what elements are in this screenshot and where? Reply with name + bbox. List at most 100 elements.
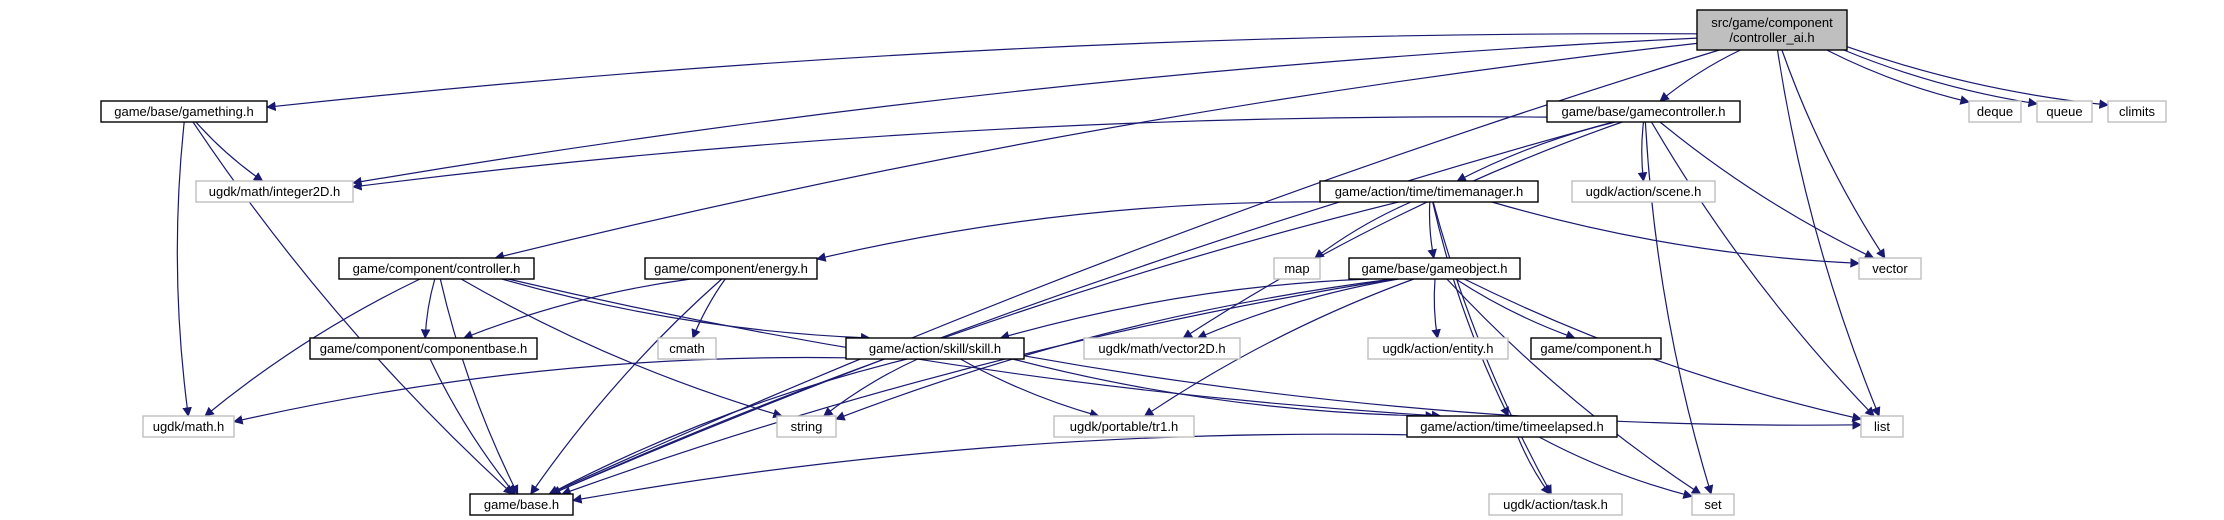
edge-gameobject-to-entity [1431,278,1441,339]
edge-skill-to-ugdkmath [233,356,847,425]
node-timemanager-label: game/action/time/timemanager.h [1335,184,1524,199]
node-skill[interactable]: game/action/skill/skill.h [845,337,1025,360]
node-tr1-box [1053,415,1195,438]
node-set-label: set [1704,497,1722,512]
node-scene-label: ugdk/action/scene.h [1586,184,1702,199]
edges-layer [176,33,2109,504]
node-vector2d: ugdk/math/vector2D.h [1083,337,1241,360]
node-gamecontroller-label: game/base/gamecontroller.h [1561,104,1725,119]
node-vector-label: vector [1872,261,1908,276]
node-gamething-box [100,100,268,123]
node-integer2d-label: ugdk/math/integer2D.h [209,184,341,199]
edge-gameobject-to-tr1 [1143,278,1415,417]
edge-controller-to-componentbase [420,278,436,339]
node-climits-label: climits [2119,104,2156,119]
edge-gamecontroller-to-vector2d [1182,121,1623,339]
edge-energy-to-cmath [691,278,726,339]
node-energy-label: game/component/energy.h [654,261,808,276]
node-tr1: ugdk/portable/tr1.h [1053,415,1195,438]
node-string-label: string [791,419,823,434]
node-scene: ugdk/action/scene.h [1571,180,1716,203]
node-queue-label: queue [2046,104,2082,119]
node-timeelapsed-label: game/action/time/timeelapsed.h [1420,419,1604,434]
node-deque-box [1968,100,2022,123]
edge-root-to-queue [1843,49,2038,108]
node-integer2d: ugdk/math/integer2D.h [195,180,354,203]
node-vector2d-label: ugdk/math/vector2D.h [1098,341,1225,356]
node-integer2d-box [195,180,354,203]
node-cmath-label: cmath [669,341,704,356]
node-list-label: list [1874,419,1890,434]
node-root-label: src/game/component [1711,15,1833,30]
node-timemanager-box [1319,180,1539,203]
edge-skill-to-list [1023,355,1862,430]
node-ugdkmath-label: ugdk/math.h [153,419,225,434]
node-skill-label: game/action/skill/skill.h [869,341,1001,356]
node-timemanager[interactable]: game/action/time/timemanager.h [1319,180,1539,203]
edge-timemanager-to-timeelapsed [1432,201,1509,417]
edge-gamecontroller-to-timemanager [1456,121,1616,182]
node-list: list [1860,415,1904,438]
node-entity-box [1367,337,1509,360]
node-base[interactable]: game/base.h [469,493,574,516]
node-componentbase[interactable]: game/component/componentbase.h [309,337,538,360]
edge-gameobject-to-component [1455,278,1576,340]
node-skill-box [845,337,1025,360]
node-energy-box [644,257,818,280]
node-climits-box [2107,100,2167,123]
edge-gameobject-to-vector2d [1196,278,1399,340]
edge-root-to-gamething [266,33,1698,112]
node-task-label: ugdk/action/task.h [1503,497,1608,512]
node-componentbase-box [309,337,538,360]
edge-timemanager-to-vector [1491,201,1860,268]
edge-timemanager-to-energy [816,201,1334,262]
node-root-label: /controller_ai.h [1729,30,1814,45]
node-cmath: cmath [657,337,717,360]
node-queue: queue [2036,100,2093,123]
node-component-label: game/component.h [1540,341,1651,356]
node-scene-box [1571,180,1716,203]
edge-root-to-controller [494,42,1698,261]
node-base-box [469,493,574,516]
node-gameobject[interactable]: game/base/gameobject.h [1348,257,1521,280]
edge-componentbase-to-base [429,358,516,495]
edge-skill-to-base [548,358,908,495]
edge-skill-to-string [823,358,918,417]
node-controller[interactable]: game/component/controller.h [338,257,535,280]
node-task: ugdk/action/task.h [1488,493,1623,516]
edge-root-to-deque [1826,49,1970,105]
node-gamething[interactable]: game/base/gamething.h [100,100,268,123]
node-vector2d-box [1083,337,1241,360]
edge-root-to-list [1776,49,1881,417]
node-set-box [1691,493,1735,516]
edge-root-to-gamecontroller [1659,49,1741,102]
node-root[interactable]: src/game/component/controller_ai.h [1696,9,1848,51]
edge-gamecontroller-to-base [550,121,1614,495]
node-tr1-label: ugdk/portable/tr1.h [1070,419,1178,434]
node-gamecontroller[interactable]: game/base/gamecontroller.h [1546,100,1741,123]
edge-gameobject-to-set [1446,278,1702,495]
node-gameobject-label: game/base/gameobject.h [1362,261,1508,276]
edge-gamecontroller-to-integer2d [352,116,1548,191]
edge-gamecontroller-to-scene [1637,121,1648,182]
edge-controller-to-skill [501,278,871,343]
node-cmath-box [657,337,717,360]
edge-gamecontroller-to-set [1644,121,1714,495]
node-deque: deque [1968,100,2022,123]
node-map-label: map [1284,261,1309,276]
edge-gamething-to-base [192,121,514,495]
edge-controller-to-ugdkmath [204,278,421,417]
edge-root-to-integer2d [352,37,1698,187]
node-componentbase-label: game/component/componentbase.h [320,341,527,356]
edge-skill-to-tr1 [960,358,1100,419]
node-entity: ugdk/action/entity.h [1367,337,1509,360]
edge-gameobject-to-base [561,278,1394,496]
node-component[interactable]: game/component.h [1530,337,1662,360]
edge-skill-to-timeelapsed [1012,358,1436,421]
node-timeelapsed[interactable]: game/action/time/timeelapsed.h [1406,415,1618,438]
edge-timemanager-to-map [1314,201,1412,259]
node-energy[interactable]: game/component/energy.h [644,257,818,280]
edge-gamething-to-integer2d [195,121,264,182]
edge-controller-to-base [439,278,519,495]
